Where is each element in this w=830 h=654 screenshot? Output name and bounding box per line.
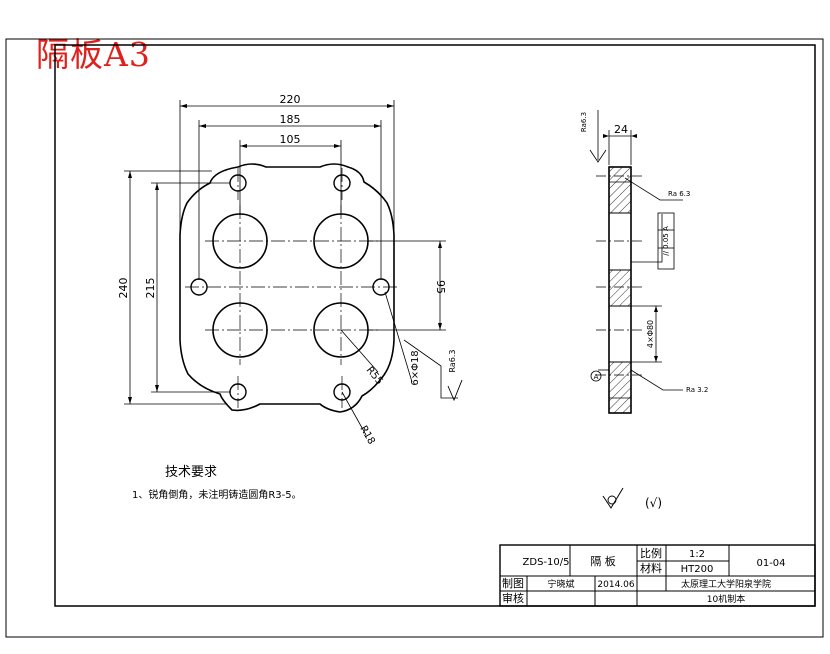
section-2 xyxy=(608,269,632,307)
inner-frame xyxy=(54,44,816,607)
date: 2014.06 xyxy=(597,580,634,590)
plate-outline xyxy=(179,163,395,413)
part-name: 隔 板 xyxy=(590,554,616,568)
section-3 xyxy=(608,361,632,414)
remaining-roughness-symbol xyxy=(602,487,624,509)
front-view: 220 185 105 240 215 95 R55 R18 6×Φ18 Ra6… xyxy=(117,93,463,447)
radius-r18: R18 xyxy=(357,424,376,447)
scale-value: 1:2 xyxy=(689,549,705,560)
title-block xyxy=(499,544,816,607)
vertical-dimensions xyxy=(124,170,446,405)
leaders xyxy=(340,291,458,436)
side-view: 24 Ra6.3 Ra 6.3 // 0.05 A 4×Φ80 A Ra 3.2 xyxy=(580,110,708,414)
horizontal-dimensions xyxy=(179,100,395,280)
drawn-by: 宁晓斌 xyxy=(547,578,574,590)
outer-frame xyxy=(5,38,824,638)
roughness-symbol-front xyxy=(447,379,463,402)
dimension-arrows xyxy=(128,104,442,404)
dim-95: 95 xyxy=(434,280,447,294)
dim-220: 220 xyxy=(280,93,301,106)
roughness-top: Ra6.3 xyxy=(580,112,588,132)
holes-callout: 6×Φ18 xyxy=(410,350,421,385)
geometric-tolerance: // 0.05 A xyxy=(662,226,670,256)
sheet-no: 01-04 xyxy=(756,558,785,569)
scale-label: 比例 xyxy=(640,546,662,560)
school: 太原理工大学阳泉学院 xyxy=(681,578,771,590)
notes-heading: 技术要求 xyxy=(165,465,217,480)
roughness-bore: Ra 3.2 xyxy=(686,386,708,394)
drawn-label: 制图 xyxy=(502,577,524,590)
checked-label: 审核 xyxy=(502,591,524,605)
side-centerlines xyxy=(596,175,645,376)
section-1 xyxy=(608,166,632,214)
dim-215: 215 xyxy=(144,278,157,299)
drawing-no: ZDS-10/5 xyxy=(523,557,570,568)
centerlines xyxy=(185,168,397,408)
thickness-24: 24 xyxy=(614,123,628,136)
dim-185: 185 xyxy=(280,113,301,126)
material-label: 材料 xyxy=(640,561,662,575)
remaining-roughness: (√) xyxy=(645,496,662,510)
roughness-face: Ra 6.3 xyxy=(668,190,690,198)
material-value: HT200 xyxy=(681,564,714,575)
dim-240: 240 xyxy=(117,278,130,299)
class-name: 10机制本 xyxy=(707,593,745,605)
dim-105: 105 xyxy=(280,133,301,146)
bore-dim: 4×Φ80 xyxy=(646,320,655,348)
radius-r55: R55 xyxy=(364,365,385,387)
datum-a: A xyxy=(594,373,599,381)
notes-item-1: 1、锐角倒角，未注明铸造圆角R3-5。 xyxy=(132,488,302,501)
roughness-front: Ra6.3 xyxy=(448,349,457,372)
